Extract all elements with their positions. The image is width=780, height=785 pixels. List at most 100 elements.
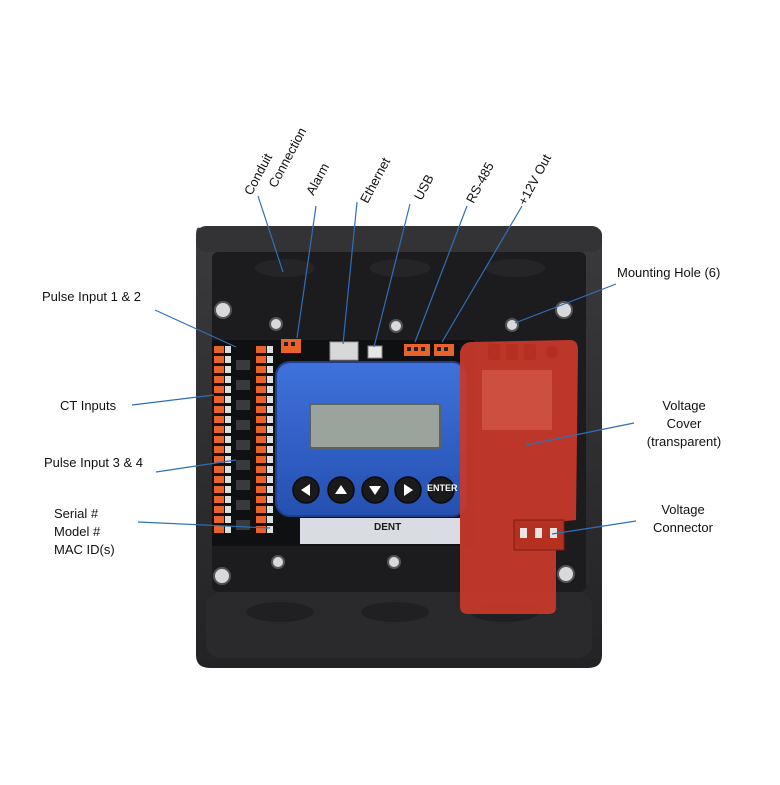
terminal-screw — [267, 356, 273, 363]
terminal-screw — [225, 416, 231, 423]
terminal-block — [256, 406, 266, 413]
conduit-knockout-top-3 — [485, 259, 545, 277]
terminal-screw — [267, 496, 273, 503]
callout-text: Model # — [54, 524, 101, 539]
input-jack — [236, 480, 250, 490]
terminal-block — [256, 476, 266, 483]
terminal-block — [214, 346, 224, 353]
conduit-knockout-top-2 — [370, 259, 430, 277]
conduit-knockout-bottom-2 — [361, 602, 429, 622]
terminal-block — [256, 416, 266, 423]
terminal-screw — [267, 426, 273, 433]
terminal-screw — [225, 436, 231, 443]
callout-text: Pulse Input 1 & 2 — [42, 289, 142, 304]
leader-line — [514, 283, 617, 324]
terminal-screw — [267, 466, 273, 473]
terminal-block — [214, 496, 224, 503]
callout-text: (transparent) — [646, 434, 722, 449]
callout-voltage-cover: Voltage Cover (transparent) — [636, 397, 732, 451]
terminal-block — [214, 426, 224, 433]
callout-text: Pulse Input 3 & 4 — [44, 455, 144, 470]
terminal-screw — [225, 376, 231, 383]
enter-button-label: ENTER — [427, 483, 458, 493]
terminal-screw — [267, 346, 273, 353]
leader-line — [131, 394, 215, 406]
terminal-screw — [267, 506, 273, 513]
input-jack — [236, 420, 250, 430]
terminal-screw — [267, 416, 273, 423]
rs485-terminal — [404, 344, 430, 356]
terminal-screw — [225, 366, 231, 373]
mounting-hole — [214, 301, 232, 319]
terminal-screw — [225, 506, 231, 513]
leader-line — [155, 459, 237, 473]
terminal-block — [256, 386, 266, 393]
terminal-block — [256, 486, 266, 493]
leader-line — [441, 205, 523, 343]
terminal-block — [256, 376, 266, 383]
terminal-block — [256, 466, 266, 473]
input-jack — [236, 400, 250, 410]
leader-line — [414, 205, 468, 343]
terminal-screw — [225, 356, 231, 363]
terminal-block — [214, 376, 224, 383]
terminal-block — [214, 466, 224, 473]
callout-mounting-hole: Mounting Hole (6) — [617, 264, 720, 282]
terminal-screw — [267, 526, 273, 533]
right-arrow-icon — [404, 484, 413, 496]
conduit-knockout-top-1 — [255, 259, 315, 277]
terminal-block — [214, 526, 224, 533]
left-arrow-button — [292, 476, 320, 504]
power-out-terminal — [434, 344, 454, 356]
terminal-block — [214, 436, 224, 443]
alarm-terminal — [281, 339, 301, 353]
down-arrow-icon — [369, 486, 381, 495]
usb-port — [367, 345, 383, 359]
terminal-screw — [267, 406, 273, 413]
left-arrow-icon — [301, 484, 310, 496]
terminal-block — [214, 486, 224, 493]
up-arrow-icon — [335, 485, 347, 494]
leader-line — [257, 195, 284, 273]
terminal-screw — [267, 386, 273, 393]
terminal-screw — [267, 376, 273, 383]
enter-button — [427, 476, 455, 504]
right-arrow-button — [394, 476, 422, 504]
terminal-block — [256, 426, 266, 433]
terminal-screw — [225, 476, 231, 483]
terminal-screw — [267, 516, 273, 523]
button-cap — [427, 476, 455, 504]
mounting-hole — [269, 317, 283, 331]
terminal-block — [214, 456, 224, 463]
terminal-screw — [225, 346, 231, 353]
mounting-hole — [389, 319, 403, 333]
terminal-screw — [267, 486, 273, 493]
leader-line — [373, 203, 411, 348]
input-jack — [236, 460, 250, 470]
terminal-block — [256, 436, 266, 443]
callout-pulse-input-3-4: Pulse Input 3 & 4 — [44, 454, 143, 472]
terminal-screw — [225, 496, 231, 503]
terminal-block — [214, 406, 224, 413]
terminal-block — [214, 396, 224, 403]
terminal-block — [214, 516, 224, 523]
enclosure-top-rim — [196, 226, 602, 252]
ethernet-port — [329, 341, 359, 361]
terminal-block — [256, 506, 266, 513]
input-jack — [236, 380, 250, 390]
callout-pulse-input-1-2: Pulse Input 1 & 2 — [42, 288, 141, 306]
terminal-screw — [225, 516, 231, 523]
mounting-hole — [387, 555, 401, 569]
terminal-screw — [225, 386, 231, 393]
terminal-block — [256, 446, 266, 453]
terminal-block — [256, 526, 266, 533]
mounting-hole — [271, 555, 285, 569]
voltage-cover-window — [482, 370, 552, 430]
terminal-screw — [225, 446, 231, 453]
terminal-block — [256, 516, 266, 523]
leader-line — [154, 309, 237, 348]
callout-text: CT Inputs — [60, 398, 117, 413]
conduit-knockout-bottom-1 — [246, 602, 314, 622]
callout-serial-model-mac: Serial # Model # MAC ID(s) — [54, 505, 115, 559]
